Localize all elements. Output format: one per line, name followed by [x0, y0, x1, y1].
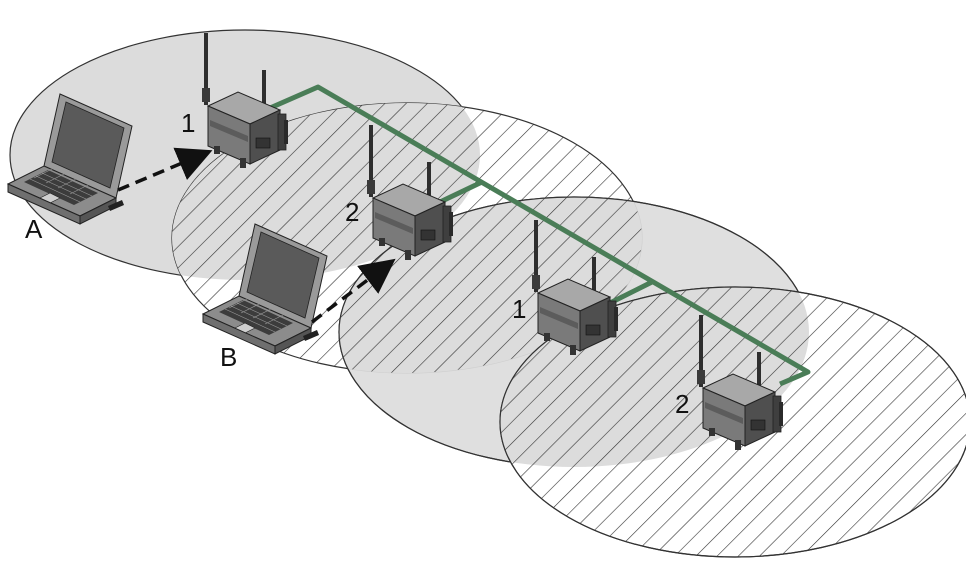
- wireless-link-arrow: [310, 258, 396, 324]
- access-point-label: 1: [181, 108, 195, 138]
- access-point-label: 2: [345, 197, 359, 227]
- wired-backbone: [268, 84, 811, 387]
- laptop-label: A: [25, 214, 43, 244]
- wireless-link-arrow: [117, 147, 213, 192]
- laptop-label: B: [220, 342, 237, 372]
- backbone-drop-ap2-left: [438, 179, 484, 205]
- access-point-label: 2: [675, 389, 689, 419]
- access-point-label: 1: [512, 294, 526, 324]
